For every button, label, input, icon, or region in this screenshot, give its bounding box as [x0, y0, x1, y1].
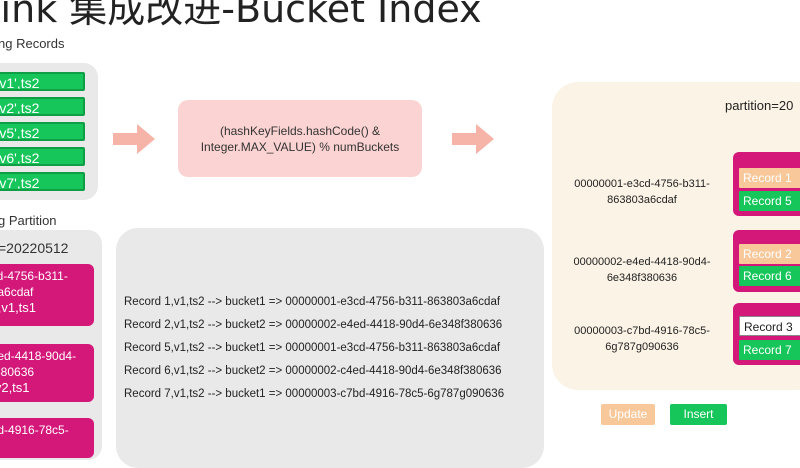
file-id-line: 03a6cdaf — [0, 285, 34, 299]
record-chip-insert: Record 6 — [739, 266, 800, 286]
arrow-right-icon — [113, 124, 155, 154]
record-chip-update: Record 1 — [739, 168, 800, 188]
record-chip-insert: Record 5 — [739, 191, 800, 211]
mapping-line: Record 7,v1,ts2 --> bucket1 => 00000003-… — [124, 388, 505, 400]
file-id-line: 3cd-4756-b311- — [0, 269, 68, 283]
existing-partition-name: =20220512 — [0, 240, 69, 256]
incoming-record: d 2,v2',ts2 — [0, 97, 85, 116]
record-chip-insert: Record 7 — [739, 340, 800, 360]
mapping-line: Record 1,v1,ts2 --> bucket1 => 00000001-… — [124, 296, 501, 308]
file-record: l 1,v1,ts1 — [0, 300, 37, 315]
file-id-line: 00000001-e3cd-4756-b311- — [574, 178, 710, 190]
file-group: Record 1 Record 5 — [733, 152, 800, 216]
existing-file-card: 3cd-4756-b311- 03a6cdaf l 1,v1,ts1 — [0, 264, 94, 326]
incoming-record: d 1,v1',ts2 — [0, 72, 85, 91]
existing-partition-label: g Partition — [0, 213, 57, 228]
legend-insert: Insert — [670, 404, 727, 425]
arrow-right-icon — [452, 124, 494, 154]
file-id-line: 8f380636 — [0, 365, 35, 379]
file-id-line: 6g787g090636 — [605, 341, 679, 353]
file-id-line: 863803a6cdaf — [607, 194, 677, 206]
file-group: Record 2 Record 6 — [733, 230, 800, 292]
incoming-records-label: ng Records — [0, 36, 65, 51]
file-id-line: 00000002-e4ed-4418-90d4- — [573, 256, 711, 268]
file-id-label: 00000002-e4ed-4418-90d4- 6e348f380636 — [552, 254, 732, 286]
file-id-label: 00000001-e3cd-4756-b311- 863803a6cdaf — [552, 176, 732, 208]
incoming-record: d 7,v7',ts2 — [0, 172, 85, 191]
file-id-line: 6e348f380636 — [606, 272, 678, 284]
file-id-line: 00000003-c7bd-4916-78c5- — [574, 325, 710, 337]
hash-expression-box: (hashKeyFields.hashCode() & Integer.MAX_… — [178, 100, 422, 177]
diagram-title: link 集成改进-Bucket Index — [0, 0, 482, 31]
file-id-line: e4ed-4418-90d4- — [0, 349, 77, 363]
file-record: 2,v2,ts1 — [0, 380, 30, 395]
record-chip-update: Record 2 — [739, 244, 800, 264]
hash-expression-line: Integer.MAX_VALUE) % numBuckets — [200, 139, 400, 154]
incoming-record: d 5,v5',ts2 — [0, 122, 85, 141]
mapping-line: Record 6,v1,ts2 --> bucket2 => 00000002-… — [124, 365, 502, 377]
result-partition-name: partition=20 — [725, 98, 794, 113]
mapping-line: Record 2,v1,ts2 --> bucket2 => 00000002-… — [124, 319, 503, 331]
incoming-record: d 6,v6',ts2 — [0, 147, 85, 166]
existing-file-card: e4ed-4418-90d4- 8f380636 2,v2,ts1 — [0, 344, 94, 402]
existing-file-card: 7bd-4916-78c5- — [0, 418, 94, 458]
record-chip-existing: Record 3 — [739, 316, 800, 336]
legend-update: Update — [601, 404, 655, 425]
file-id-line: 7bd-4916-78c5- — [0, 423, 69, 437]
file-id-label: 00000003-c7bd-4916-78c5- 6g787g090636 — [552, 323, 732, 355]
mapping-line: Record 5,v1,ts2 --> bucket1 => 00000001-… — [124, 342, 501, 354]
bucket-mapping-panel — [116, 228, 544, 468]
hash-expression-line: (hashKeyFields.hashCode() & — [219, 123, 381, 138]
file-group: Record 3 Record 7 — [733, 303, 800, 365]
